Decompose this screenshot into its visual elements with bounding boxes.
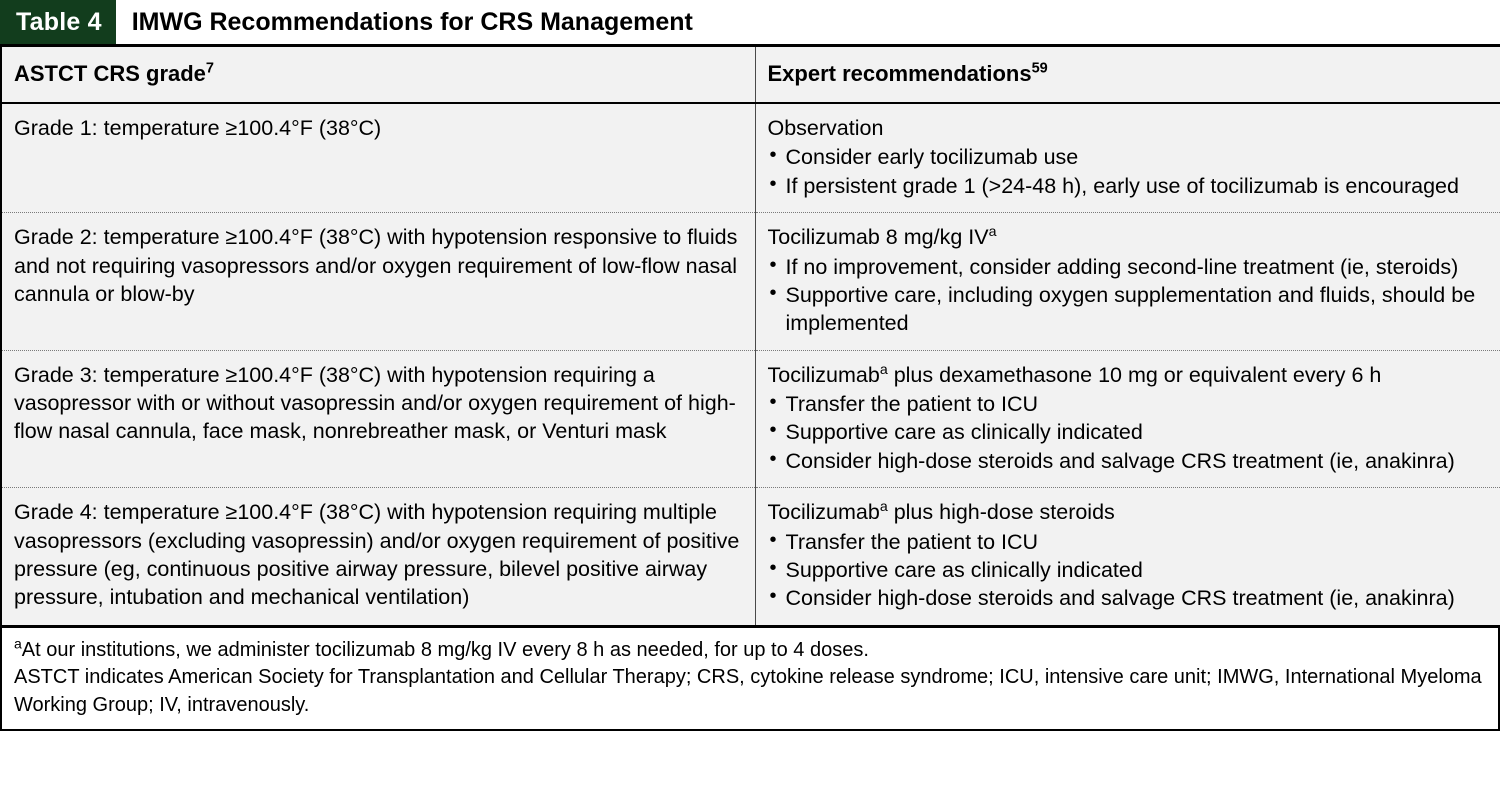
grade-cell: Grade 1: temperature ≥100.4°F (38°C): [2, 103, 756, 213]
recommendation-lead-text: Tocilizumab: [767, 500, 880, 525]
recommendation-lead-tail: plus high-dose steroids: [887, 500, 1115, 525]
table-title: IMWG Recommendations for CRS Management: [131, 8, 693, 36]
footnote-dosing-text: At our institutions, we administer tocil…: [21, 638, 869, 661]
recommendation-lead-text: Tocilizumab 8 mg/kg IV: [767, 225, 989, 250]
grade-definition: Grade 1: temperature ≥100.4°F (38°C): [14, 116, 382, 141]
table-row-grade-2: Grade 2: temperature ≥100.4°F (38°C) wit…: [2, 212, 1500, 351]
list-item: If no improvement, consider adding secon…: [768, 252, 1491, 281]
list-item: Consider high-dose steroids and salvage …: [768, 583, 1491, 612]
header-row: ASTCT CRS grade7 Expert recommendations5…: [2, 47, 1500, 105]
footnote-marker: a: [14, 635, 22, 651]
recommendation-bullet-list: Consider early tocilizumab use If persis…: [768, 142, 1491, 200]
grade-cell: Grade 4: temperature ≥100.4°F (38°C) wit…: [2, 487, 756, 628]
recommendation-lead-text: Tocilizumab: [767, 362, 880, 387]
recommendation-bullet-list: Transfer the patient to ICU Supportive c…: [768, 389, 1491, 475]
list-item: Transfer the patient to ICU: [768, 527, 1491, 556]
grade-definition: Grade 4: temperature ≥100.4°F (38°C) wit…: [14, 500, 740, 610]
recommendation-lead: Observation: [768, 114, 1491, 142]
table-footnotes: aAt our institutions, we administer toci…: [0, 627, 1500, 732]
recommendation-lead: Tocilizumaba plus high-dose steroids: [768, 498, 1491, 526]
list-item: Supportive care, including oxygen supple…: [768, 280, 1491, 338]
recommendation-lead: Tocilizumaba plus dexamethasone 10 mg or…: [768, 361, 1491, 389]
footnote-dosing: aAt our institutions, we administer toci…: [14, 635, 1486, 665]
table-frame: ASTCT CRS grade7 Expert recommendations5…: [0, 47, 1500, 628]
list-item: Consider high-dose steroids and salvage …: [768, 446, 1491, 475]
grade-cell: Grade 3: temperature ≥100.4°F (38°C) wit…: [2, 349, 756, 488]
list-item: Supportive care as clinically indicated: [768, 555, 1491, 584]
column-header-superscript: 59: [1031, 60, 1048, 77]
footnote-abbreviations: ASTCT indicates American Society for Tra…: [14, 666, 1482, 716]
recommendation-cell: Observation Consider early tocilizumab u…: [755, 103, 1500, 213]
list-item: Consider early tocilizumab use: [768, 142, 1491, 171]
grade-cell: Grade 2: temperature ≥100.4°F (38°C) wit…: [2, 212, 756, 351]
list-item: Transfer the patient to ICU: [768, 389, 1491, 418]
recommendation-lead-superscript: a: [879, 499, 888, 515]
column-header-expert-recommendations: Expert recommendations59: [755, 47, 1500, 105]
table-row-grade-4: Grade 4: temperature ≥100.4°F (38°C) wit…: [2, 487, 1500, 628]
recommendation-cell: Tocilizumaba plus dexamethasone 10 mg or…: [755, 349, 1500, 488]
table-title-bar: Table 4 IMWG Recommendations for CRS Man…: [0, 0, 1500, 47]
table-row-grade-3: Grade 3: temperature ≥100.4°F (38°C) wit…: [2, 349, 1500, 488]
recommendation-lead: Tocilizumab 8 mg/kg IVa: [768, 223, 1491, 251]
list-item: Supportive care as clinically indicated: [768, 417, 1491, 446]
table-row-grade-1: Grade 1: temperature ≥100.4°F (38°C) Obs…: [2, 103, 1500, 213]
table-number-badge: Table 4: [0, 0, 116, 44]
recommendation-lead-superscript: a: [879, 361, 888, 378]
recommendation-cell: Tocilizumab 8 mg/kg IVa If no improvemen…: [755, 212, 1500, 351]
recommendation-lead-tail: plus dexamethasone 10 mg or equivalent e…: [887, 362, 1382, 387]
crs-management-table: ASTCT CRS grade7 Expert recommendations5…: [2, 47, 1500, 628]
column-header-superscript: 7: [205, 60, 214, 77]
list-item: If persistent grade 1 (>24-48 h), early …: [768, 171, 1491, 200]
table-head: ASTCT CRS grade7 Expert recommendations5…: [2, 47, 1500, 105]
column-header-label: Expert recommendations: [767, 61, 1032, 86]
recommendation-lead-superscript: a: [988, 224, 997, 240]
column-header-label: ASTCT CRS grade: [14, 61, 206, 86]
table-body: Grade 1: temperature ≥100.4°F (38°C) Obs…: [2, 103, 1500, 628]
column-header-astct-crs-grade: ASTCT CRS grade7: [2, 47, 756, 105]
grade-definition: Grade 3: temperature ≥100.4°F (38°C) wit…: [14, 362, 736, 444]
recommendation-cell: Tocilizumaba plus high-dose steroids Tra…: [755, 487, 1500, 628]
recommendation-lead-text: Observation: [767, 116, 884, 141]
grade-definition: Grade 2: temperature ≥100.4°F (38°C) wit…: [14, 225, 738, 306]
recommendation-bullet-list: Transfer the patient to ICU Supportive c…: [768, 527, 1491, 613]
recommendation-bullet-list: If no improvement, consider adding secon…: [768, 252, 1491, 338]
